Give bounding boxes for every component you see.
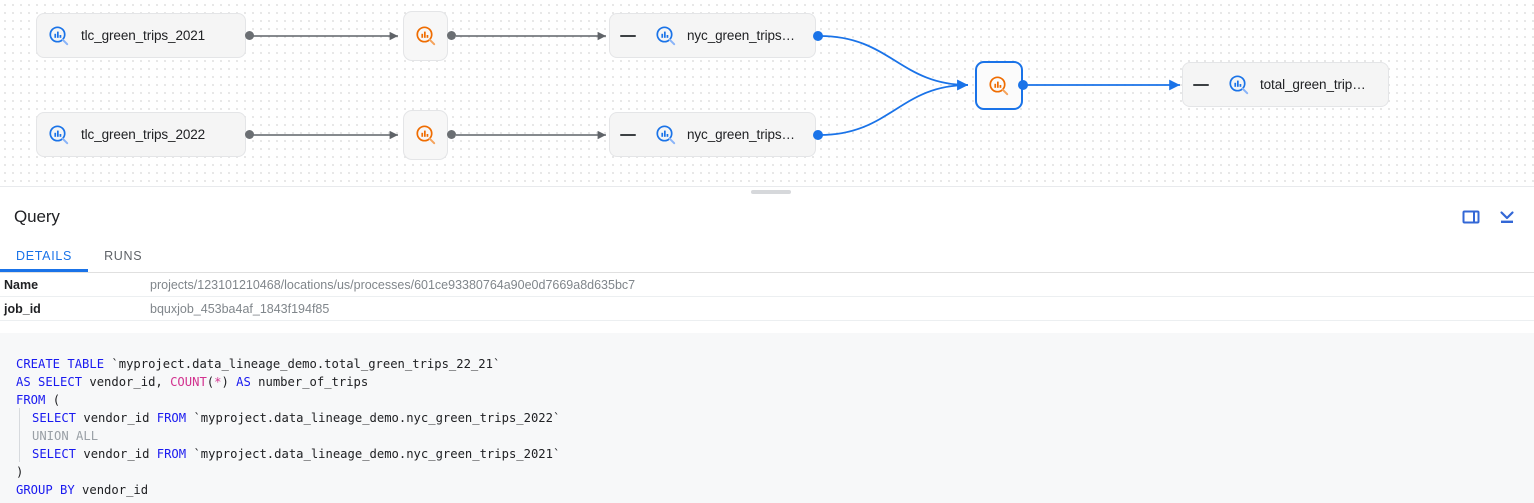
sql-token: FROM: [156, 447, 194, 461]
sql-token: `myproject.data_lineage_demo.nyc_green_t…: [193, 411, 561, 425]
edge-endpoint-dot: [447, 31, 456, 40]
query-panel-header: Query: [0, 194, 1534, 239]
sql-line: ): [16, 463, 1534, 481]
sql-line: AS SELECT vendor_id, COUNT(*) AS number_…: [16, 373, 1534, 391]
lineage-graph-canvas[interactable]: tlc_green_trips_2021 tlc_green_trips_202…: [0, 0, 1534, 186]
edge-endpoint-dot: [245, 31, 254, 40]
sql-token: UNION ALL: [32, 429, 99, 443]
sql-token: AS SELECT: [16, 375, 90, 389]
detail-key: job_id: [4, 301, 41, 316]
edge-endpoint-dot: [813, 31, 823, 41]
lineage-edges: [250, 31, 1180, 140]
table-row: job_id bquxjob_453ba4af_1843f194f85: [0, 297, 1534, 321]
panel-header-actions: [1460, 206, 1518, 228]
graph-node-tlc-green-trips-2022[interactable]: tlc_green_trips_2022: [36, 112, 246, 157]
sql-line: GROUP BY vendor_id: [16, 481, 1534, 499]
detail-value: bquxjob_453ba4af_1843f194f85: [150, 301, 330, 316]
tab-details[interactable]: DETAILS: [0, 240, 89, 272]
graph-node-label: nyc_green_trips…: [687, 127, 795, 142]
sql-token: AS: [236, 375, 259, 389]
sql-token: number_of_trips: [258, 375, 369, 389]
bq-table-icon-blue: [47, 123, 71, 147]
edge-endpoint-dot: [813, 130, 823, 140]
bq-process-icon-orange: [414, 123, 438, 147]
collapse-node-toggle[interactable]: [620, 133, 636, 136]
table-row: Name projects/123101210468/locations/us/…: [0, 273, 1534, 297]
sql-query-viewer[interactable]: CREATE TABLE `myproject.data_lineage_dem…: [0, 333, 1534, 503]
sql-token: CREATE TABLE: [16, 357, 112, 371]
sql-line: UNION ALL: [16, 426, 1534, 445]
sql-line: SELECT vendor_id FROM `myproject.data_li…: [16, 408, 1534, 427]
detail-key: Name: [4, 277, 39, 292]
sql-token: (: [206, 375, 215, 389]
side-panel-icon[interactable]: [1460, 206, 1482, 228]
sql-token: SELECT: [32, 447, 84, 461]
sql-code-block: CREATE TABLE `myproject.data_lineage_dem…: [0, 333, 1534, 499]
graph-node-nyc-green-trips-top[interactable]: nyc_green_trips…: [609, 13, 816, 58]
graph-node-process-selected[interactable]: [975, 61, 1023, 110]
sql-line: FROM (: [16, 391, 1534, 409]
sql-token: vendor_id,: [89, 375, 171, 389]
tab-runs[interactable]: RUNS: [104, 249, 143, 263]
panel-drag-handle[interactable]: [751, 190, 791, 194]
edge-endpoint-dot: [447, 130, 456, 139]
graph-node-tlc-green-trips-2021[interactable]: tlc_green_trips_2021: [36, 13, 246, 58]
sql-token: SELECT: [32, 411, 84, 425]
collapse-node-toggle[interactable]: [620, 34, 636, 37]
bq-table-icon-blue: [47, 24, 71, 48]
sql-token: `myproject.data_lineage_demo.total_green…: [111, 357, 501, 371]
bq-table-icon-blue: [1227, 73, 1251, 97]
graph-node-process-2[interactable]: [403, 110, 448, 160]
sql-token: ): [16, 465, 24, 479]
sql-token: (: [52, 393, 61, 407]
collapse-node-toggle[interactable]: [1193, 83, 1209, 86]
graph-node-label: nyc_green_trips…: [687, 28, 795, 43]
sql-line: SELECT vendor_id FROM `myproject.data_li…: [16, 444, 1534, 463]
sql-token: *: [214, 375, 222, 389]
sql-token: GROUP BY: [16, 483, 83, 497]
sql-token: ): [221, 375, 237, 389]
graph-node-label: tlc_green_trips_2021: [81, 28, 206, 43]
chevron-down-bar-icon[interactable]: [1496, 206, 1518, 228]
sql-token: COUNT: [170, 375, 207, 389]
bq-table-icon-blue: [654, 123, 678, 147]
panel-title: Query: [14, 206, 60, 226]
bq-table-icon-blue: [654, 24, 678, 48]
sql-token: `myproject.data_lineage_demo.nyc_green_t…: [193, 447, 561, 461]
sql-token: vendor_id: [82, 483, 149, 497]
sql-token: FROM: [16, 393, 53, 407]
bq-process-icon-orange: [414, 24, 438, 48]
edge-endpoint-dot: [245, 130, 254, 139]
details-table: Name projects/123101210468/locations/us/…: [0, 273, 1534, 321]
bq-process-icon-orange: [987, 74, 1011, 98]
graph-node-total-green-trips[interactable]: total_green_trip…: [1182, 62, 1389, 107]
edge-endpoint-dot: [1018, 80, 1028, 90]
graph-node-nyc-green-trips-bottom[interactable]: nyc_green_trips…: [609, 112, 816, 157]
detail-value: projects/123101210468/locations/us/proce…: [150, 277, 636, 292]
graph-node-process-1[interactable]: [403, 11, 448, 61]
sql-token: vendor_id: [83, 447, 157, 461]
sql-token: FROM: [156, 411, 194, 425]
graph-node-label: total_green_trip…: [1260, 77, 1366, 92]
sql-token: vendor_id: [83, 411, 157, 425]
sql-line: CREATE TABLE `myproject.data_lineage_dem…: [16, 355, 1534, 373]
panel-tabs: DETAILS RUNS: [0, 239, 1534, 273]
graph-node-label: tlc_green_trips_2022: [81, 127, 206, 142]
